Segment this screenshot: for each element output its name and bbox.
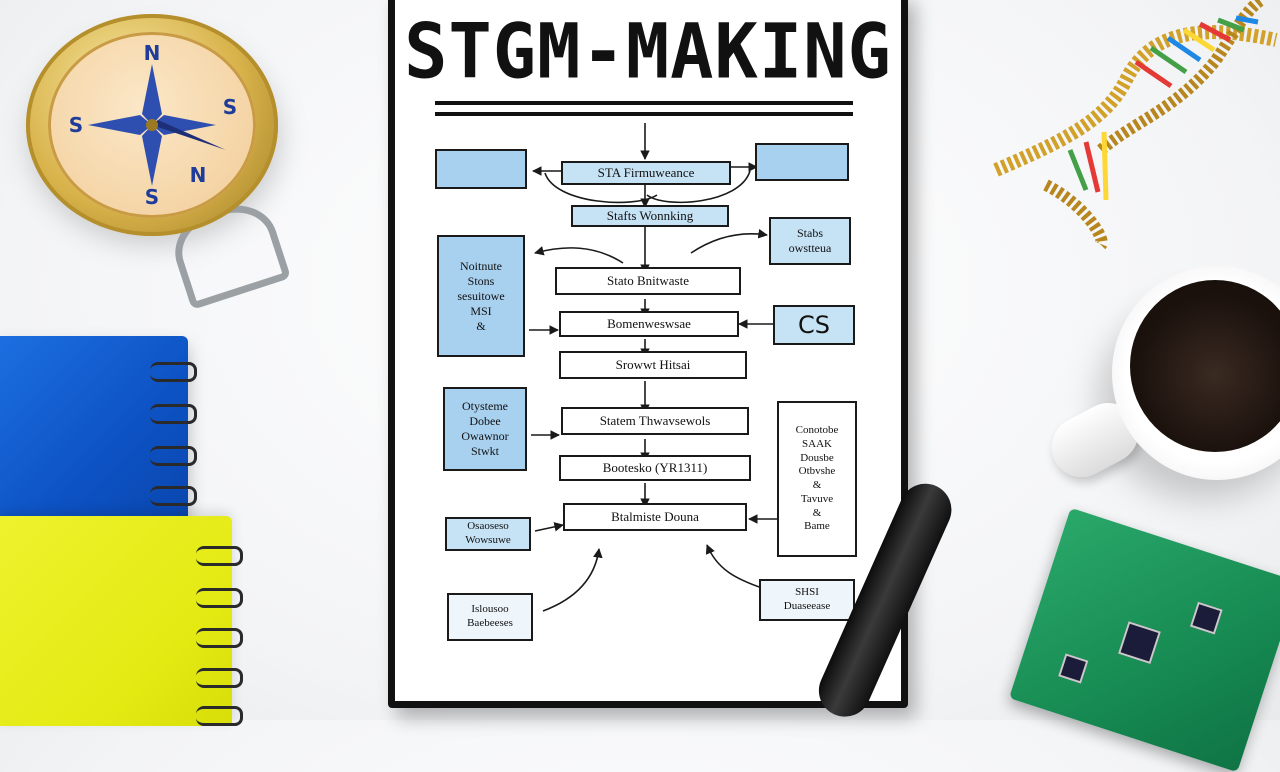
side-node-label: Islousoo Baebeeses bbox=[467, 603, 513, 629]
side-node-right: CS bbox=[773, 305, 855, 345]
side-node-label: Conotobe SAAK Dousbe Otbvshe & Tavuve & … bbox=[795, 424, 839, 533]
yellow-notebook bbox=[0, 516, 232, 726]
side-node-left: Otysteme Dobee Owawnor Stwkt bbox=[443, 387, 527, 471]
spiral-ring bbox=[150, 404, 197, 424]
side-node-label: Otysteme Dobee Owawnor Stwkt bbox=[461, 399, 509, 458]
side-node-right: Stabs owstteua bbox=[769, 217, 851, 265]
chip-icon bbox=[1118, 621, 1161, 665]
title-rule bbox=[435, 112, 853, 116]
chip-icon bbox=[1058, 653, 1089, 684]
svg-text:S: S bbox=[223, 95, 237, 119]
spiral-ring bbox=[150, 446, 197, 466]
spiral-ring bbox=[196, 546, 243, 566]
compass-icon: N S S S N bbox=[26, 14, 278, 236]
side-node-left: Islousoo Baebeeses bbox=[447, 593, 533, 641]
side-node-left: Noitnute Stons sesuitowe MSI & bbox=[437, 235, 525, 357]
flow-step-label: Stafts Wonnking bbox=[606, 207, 694, 223]
chip-icon bbox=[1189, 601, 1223, 635]
spiral-ring bbox=[196, 706, 243, 726]
side-node-left: Osaoseso Wowsuwe bbox=[445, 517, 531, 551]
svg-text:S: S bbox=[145, 185, 159, 209]
side-node-right: Conotobe SAAK Dousbe Otbvshe & Tavuve & … bbox=[777, 401, 857, 557]
spiral-ring bbox=[150, 362, 197, 382]
flow-step-label: Bootesko (YR1311) bbox=[602, 459, 708, 475]
flow-step: Btalmiste Douna bbox=[563, 503, 747, 531]
flow-step-label: Bomenweswsae bbox=[607, 315, 691, 331]
side-node-right bbox=[755, 143, 849, 181]
flow-step: Bomenweswsae bbox=[559, 311, 739, 337]
svg-text:N: N bbox=[144, 41, 161, 65]
side-node-label: Stabs owstteua bbox=[788, 226, 832, 255]
side-node-label: SHSI Duaseease bbox=[783, 586, 831, 612]
flow-step: Statem Thwavsewols bbox=[561, 407, 749, 435]
coffee-icon bbox=[1130, 280, 1280, 452]
side-node-left bbox=[435, 149, 527, 189]
title-rule bbox=[435, 101, 853, 105]
svg-text:S: S bbox=[69, 113, 83, 137]
flow-step: Bootesko (YR1311) bbox=[559, 455, 751, 481]
diagram-paper: STGM-MAKING bbox=[388, 0, 908, 708]
side-node-label: CS bbox=[798, 311, 830, 339]
flow-step-label: Stato Bnitwaste bbox=[607, 272, 689, 288]
dna-helix-icon bbox=[993, 0, 1278, 250]
flow-step: STA Firmuweance bbox=[561, 161, 731, 185]
flow-step-label: Statem Thwavsewols bbox=[599, 412, 711, 428]
diagram-title: STGM-MAKING bbox=[404, 6, 892, 96]
side-node-label: Osaoseso Wowsuwe bbox=[465, 520, 511, 546]
circuit-board-icon bbox=[1008, 507, 1280, 772]
flow-step-label: STA Firmuweance bbox=[597, 164, 695, 180]
spiral-ring bbox=[196, 588, 243, 608]
flow-step-label: Srowwt Hitsai bbox=[615, 356, 691, 372]
side-node-right: SHSI Duaseease bbox=[759, 579, 855, 621]
flow-step: Srowwt Hitsai bbox=[559, 351, 747, 379]
spiral-ring bbox=[196, 628, 243, 648]
side-node-label: Noitnute Stons sesuitowe MSI & bbox=[457, 258, 505, 333]
spiral-ring bbox=[196, 668, 243, 688]
flow-step: Stafts Wonnking bbox=[571, 205, 729, 227]
spiral-ring bbox=[150, 486, 197, 506]
compass-rose-icon: N S S S N bbox=[69, 41, 237, 209]
compass-face: N S S S N bbox=[48, 32, 256, 218]
svg-text:N: N bbox=[190, 163, 207, 187]
flow-step-label: Btalmiste Douna bbox=[611, 508, 699, 524]
flow-step: Stato Bnitwaste bbox=[555, 267, 741, 295]
